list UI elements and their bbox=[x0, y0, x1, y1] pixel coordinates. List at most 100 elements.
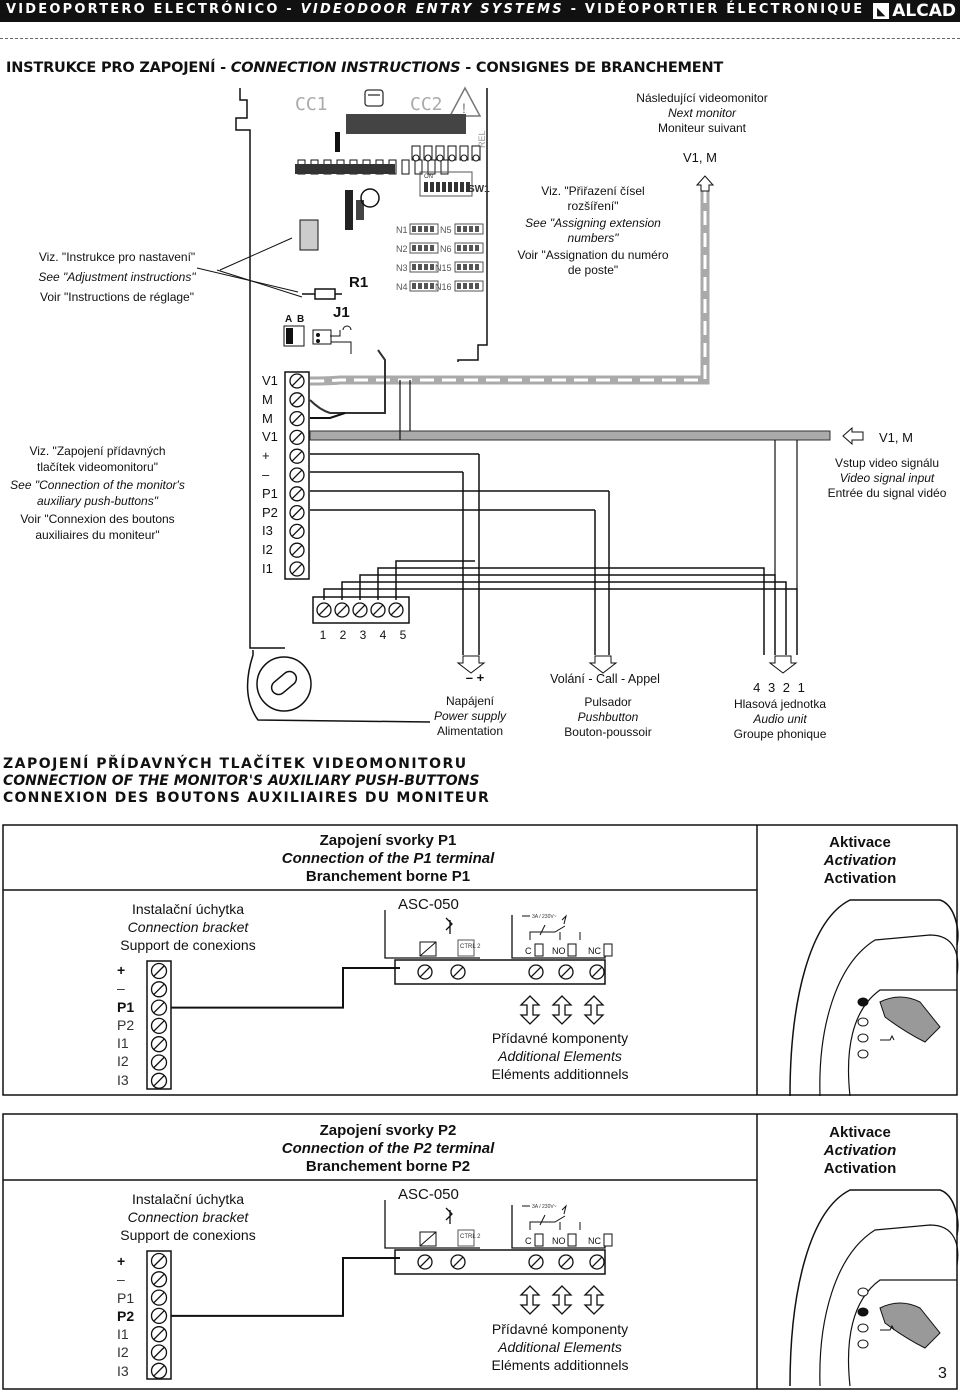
panel2-bracket: Instalační úchytka Connection bracket Su… bbox=[120, 1191, 256, 1243]
bottom-terminal-screws bbox=[316, 602, 404, 618]
pushbutton-label: Pulsador Pushbutton Bouton-poussoir bbox=[564, 695, 652, 739]
relay-symbol-icon: CTRL 2 bbox=[419, 1207, 481, 1247]
note-aux: Viz. "Zapojení přídavných tlačítek video… bbox=[10, 444, 185, 542]
panel-terminal-label: I1 bbox=[117, 1035, 129, 1052]
panel-terminal-label: P2 bbox=[117, 1307, 135, 1324]
call-title: Volání - Call - Appel bbox=[550, 672, 660, 686]
terminal-screws bbox=[289, 373, 305, 577]
bidirectional-arrow-icon bbox=[519, 1285, 541, 1315]
next-monitor-label: Následující videomonitor Next monitor Mo… bbox=[636, 91, 768, 135]
switch-label-right: N5 bbox=[440, 225, 452, 235]
bidirectional-arrow-icon bbox=[551, 995, 573, 1025]
relay-terminal-label: C bbox=[525, 946, 532, 956]
a-label: A bbox=[285, 314, 292, 325]
switch-label-left: N4 bbox=[396, 282, 408, 292]
bottom-terminal-number: 4 bbox=[379, 628, 387, 642]
switch-label-right: N15 bbox=[435, 263, 452, 273]
r1-label: R1 bbox=[349, 274, 368, 291]
panel2-device: ASC-050 bbox=[398, 1186, 459, 1203]
sw1-label: SW1 bbox=[468, 184, 490, 195]
relay-terminal-label: NO bbox=[552, 946, 566, 956]
panel2-activation: Aktivace Activation Activation bbox=[823, 1124, 897, 1177]
bottom-terminal-number: 1 bbox=[319, 628, 327, 642]
panel1-bracket: Instalační úchytka Connection bracket Su… bbox=[120, 901, 256, 953]
mount-screw-icon bbox=[256, 656, 312, 712]
panel-terminal-label: – bbox=[117, 980, 125, 997]
v1m-top-label: V1, M bbox=[683, 150, 717, 165]
bidirectional-arrow-icon bbox=[583, 995, 605, 1025]
monitor-press-icon bbox=[789, 899, 959, 1097]
panel2-head: Zapojení svorky P2 Connection of the P2 … bbox=[281, 1122, 495, 1175]
terminal-label: – bbox=[262, 466, 270, 482]
panel-terminal-label: – bbox=[117, 1271, 125, 1288]
panel-terminal-label: I3 bbox=[117, 1362, 129, 1379]
relay-rating: 3A / 230V~ bbox=[532, 914, 557, 920]
header-title: VIDEOPORTERO ELECTRÓNICO - VIDEODOOR ENT… bbox=[6, 2, 865, 17]
relay-terminal-label: NO bbox=[552, 1236, 566, 1246]
svg-text:CTRL 2: CTRL 2 bbox=[460, 944, 481, 950]
terminal-label: I2 bbox=[262, 542, 273, 558]
relay-rating: 3A / 230V~ bbox=[532, 1204, 557, 1210]
dip-on-label: ON bbox=[424, 174, 433, 180]
section2-title: ZAPOJENÍ PŘÍDAVNÝCH TLAČÍTEK VIDEOMONITO… bbox=[3, 756, 491, 806]
bottom-terminal-number: 3 bbox=[359, 628, 367, 642]
video-input-label: Vstup video signálu Video signal input E… bbox=[827, 456, 947, 500]
panel1-additional: Přídavné komponenty Additional Elements … bbox=[491, 1030, 629, 1082]
terminal-label: I3 bbox=[262, 523, 273, 539]
power-arrow-icon bbox=[456, 655, 486, 674]
terminal-label: M bbox=[262, 391, 273, 407]
panel1-activation: Aktivace Activation Activation bbox=[823, 834, 897, 887]
power-label: Napájení Power supply Alimentation bbox=[433, 694, 507, 738]
monitor-press-icon bbox=[789, 1189, 959, 1387]
switch-label-left: N1 bbox=[396, 225, 408, 235]
panel-terminal-label: + bbox=[117, 1253, 126, 1269]
terminal-label: + bbox=[262, 448, 270, 464]
audio-arrow-icon bbox=[768, 655, 798, 674]
switch-label-left: N3 bbox=[396, 263, 408, 273]
logo-icon: ◣ bbox=[873, 3, 890, 19]
panel-terminal-label: I1 bbox=[117, 1326, 129, 1343]
handset-icon bbox=[364, 89, 384, 107]
terminal-label: I1 bbox=[262, 560, 273, 576]
terminal-label: V1 bbox=[262, 429, 278, 445]
bidirectional-arrow-icon bbox=[583, 1285, 605, 1315]
header-bar bbox=[0, 0, 960, 22]
panel-terminal-label: + bbox=[117, 962, 126, 978]
next-monitor-arrow-icon bbox=[695, 175, 715, 192]
note-adjust: Viz. "Instrukce pro nastavení" See "Adju… bbox=[38, 250, 196, 304]
svg-text:!: ! bbox=[462, 100, 466, 116]
panel-terminal-label: P2 bbox=[117, 1016, 135, 1033]
bottom-terminal-number: 5 bbox=[399, 628, 407, 642]
switch-label-right: N6 bbox=[440, 244, 452, 254]
panel-terminal-label: I2 bbox=[117, 1344, 129, 1361]
pushbutton-arrow-icon bbox=[588, 655, 618, 674]
audio-label: Hlasová jednotka Audio unit Groupe phoni… bbox=[733, 697, 827, 741]
audio-numbers: 4 3 2 1 bbox=[753, 680, 807, 695]
cc1-label: CC1 bbox=[295, 94, 328, 115]
b-label: B bbox=[297, 314, 304, 325]
terminal-label: P1 bbox=[262, 485, 278, 501]
panel-terminal-label: P1 bbox=[117, 1289, 135, 1306]
panel1-device: ASC-050 bbox=[398, 896, 459, 913]
note-assign: Viz. "Přiřazení čísel rozšíření" See "As… bbox=[517, 184, 669, 277]
rel-label: REL bbox=[477, 130, 487, 148]
switch-label-right: N16 bbox=[435, 282, 452, 292]
relay-terminal-label: NC bbox=[588, 946, 601, 956]
terminal-label: M bbox=[262, 410, 273, 426]
svg-text:CTRL 2: CTRL 2 bbox=[460, 1234, 481, 1240]
relay-terminal-label: C bbox=[525, 1236, 532, 1246]
power-signs: – + bbox=[465, 670, 485, 685]
page-number: 3 bbox=[938, 1365, 947, 1382]
cc2-label: CC2 bbox=[410, 94, 443, 115]
switch-label-left: N2 bbox=[396, 244, 408, 254]
section-title: INSTRUKCE PRO ZAPOJENÍ - CONNECTION INST… bbox=[6, 60, 724, 76]
alcad-logo: ◣ALCAD bbox=[873, 1, 956, 21]
v1m-right-label: V1, M bbox=[879, 430, 913, 445]
bidirectional-arrow-icon bbox=[519, 995, 541, 1025]
